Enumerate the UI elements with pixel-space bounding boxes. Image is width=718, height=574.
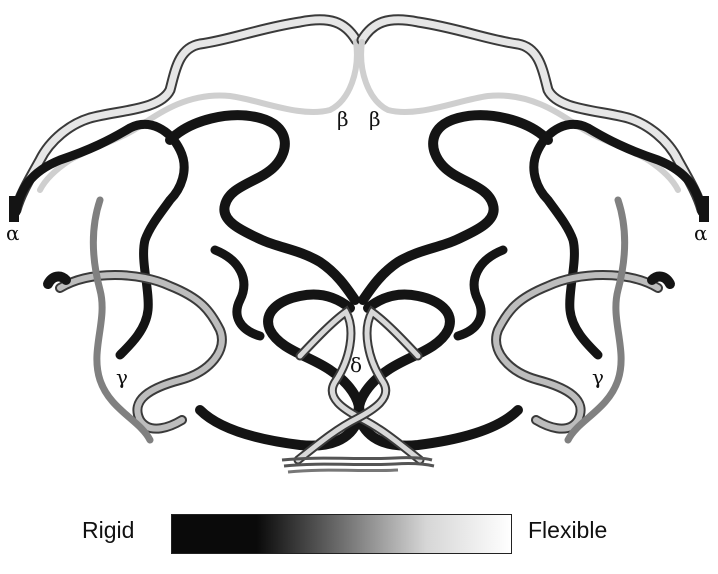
legend-flexible-label: Flexible — [528, 517, 607, 544]
legend-rigid-label: Rigid — [82, 517, 134, 544]
label-delta: δ — [350, 353, 362, 377]
right-core-loop — [363, 115, 548, 300]
legend-gradient-bar — [171, 514, 512, 554]
flexibility-legend: Rigid Flexible — [0, 504, 718, 564]
left-core-loop — [170, 115, 355, 300]
c-terminal-tails — [282, 458, 432, 460]
label-alpha-right: α — [694, 221, 708, 245]
right-gamma-end — [652, 277, 670, 284]
label-beta-right: β — [369, 107, 381, 131]
left-gamma-end — [48, 277, 66, 284]
label-gamma-left: γ — [116, 365, 128, 389]
left-monomer — [14, 20, 359, 446]
label-beta-left: β — [337, 107, 349, 131]
label-gamma-right: γ — [592, 365, 604, 389]
label-alpha-left: α — [6, 221, 20, 245]
right-monomer — [359, 20, 704, 446]
